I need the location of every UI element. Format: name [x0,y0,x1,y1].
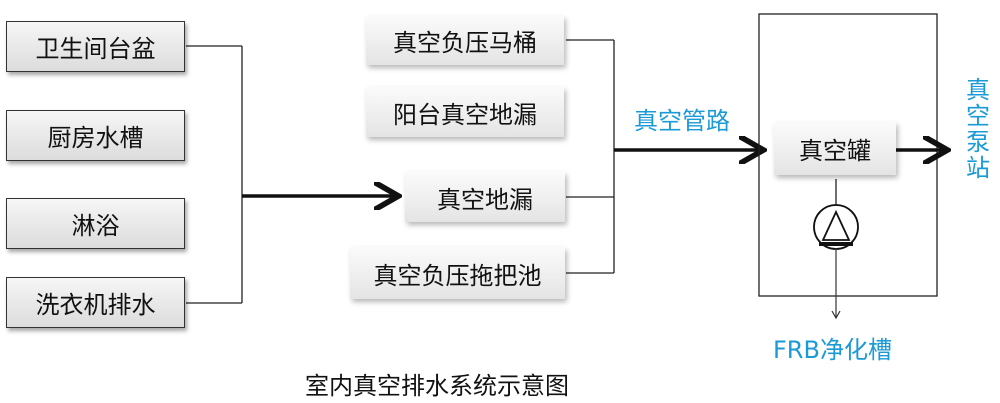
source-kitchen-label: 厨房水槽 [47,124,144,152]
pump-station-text: 真空泵站 [965,77,991,181]
frb-label: FRB净化槽 [773,336,892,364]
source-shower-label: 淋浴 [71,212,120,240]
source-kitchen-box: 厨房水槽 [6,110,185,161]
pump-station-char: 泵 [966,128,990,156]
pump-icon [813,204,859,250]
device-balcony-drain-label: 阳台真空地漏 [393,100,537,129]
left-bracket [186,45,243,304]
pump-station-label: 真空泵站 [965,77,991,181]
device-balcony-drain-box: 阳台真空地漏 [366,87,564,137]
device-floor-drain-box: 真空地漏 [405,172,565,222]
device-toilet-box: 真空负压马桶 [366,16,564,65]
source-sink-box: 卫生间台盆 [6,21,185,72]
right-bracket [566,39,615,274]
diagram-title: 室内真空排水系统示意图 [305,372,569,400]
pump-station-char: 空 [966,102,990,130]
source-washer-box: 洗衣机排水 [6,277,185,328]
source-shower-box: 淋浴 [6,198,185,249]
pump-station-char: 站 [966,154,990,182]
device-mop-sink-box: 真空负压拖把池 [350,247,565,299]
device-mop-sink-label: 真空负压拖把池 [373,261,542,290]
source-sink-label: 卫生间台盆 [35,35,156,63]
pump-station-char: 真 [966,76,990,104]
device-toilet-label: 真空负压马桶 [393,29,537,57]
vacuum-tank-box: 真空罐 [774,122,896,175]
source-washer-label: 洗衣机排水 [35,291,156,319]
pipe-label: 真空管路 [634,107,730,135]
device-floor-drain-label: 真空地漏 [437,185,533,214]
vacuum-tank-label: 真空罐 [799,137,871,165]
